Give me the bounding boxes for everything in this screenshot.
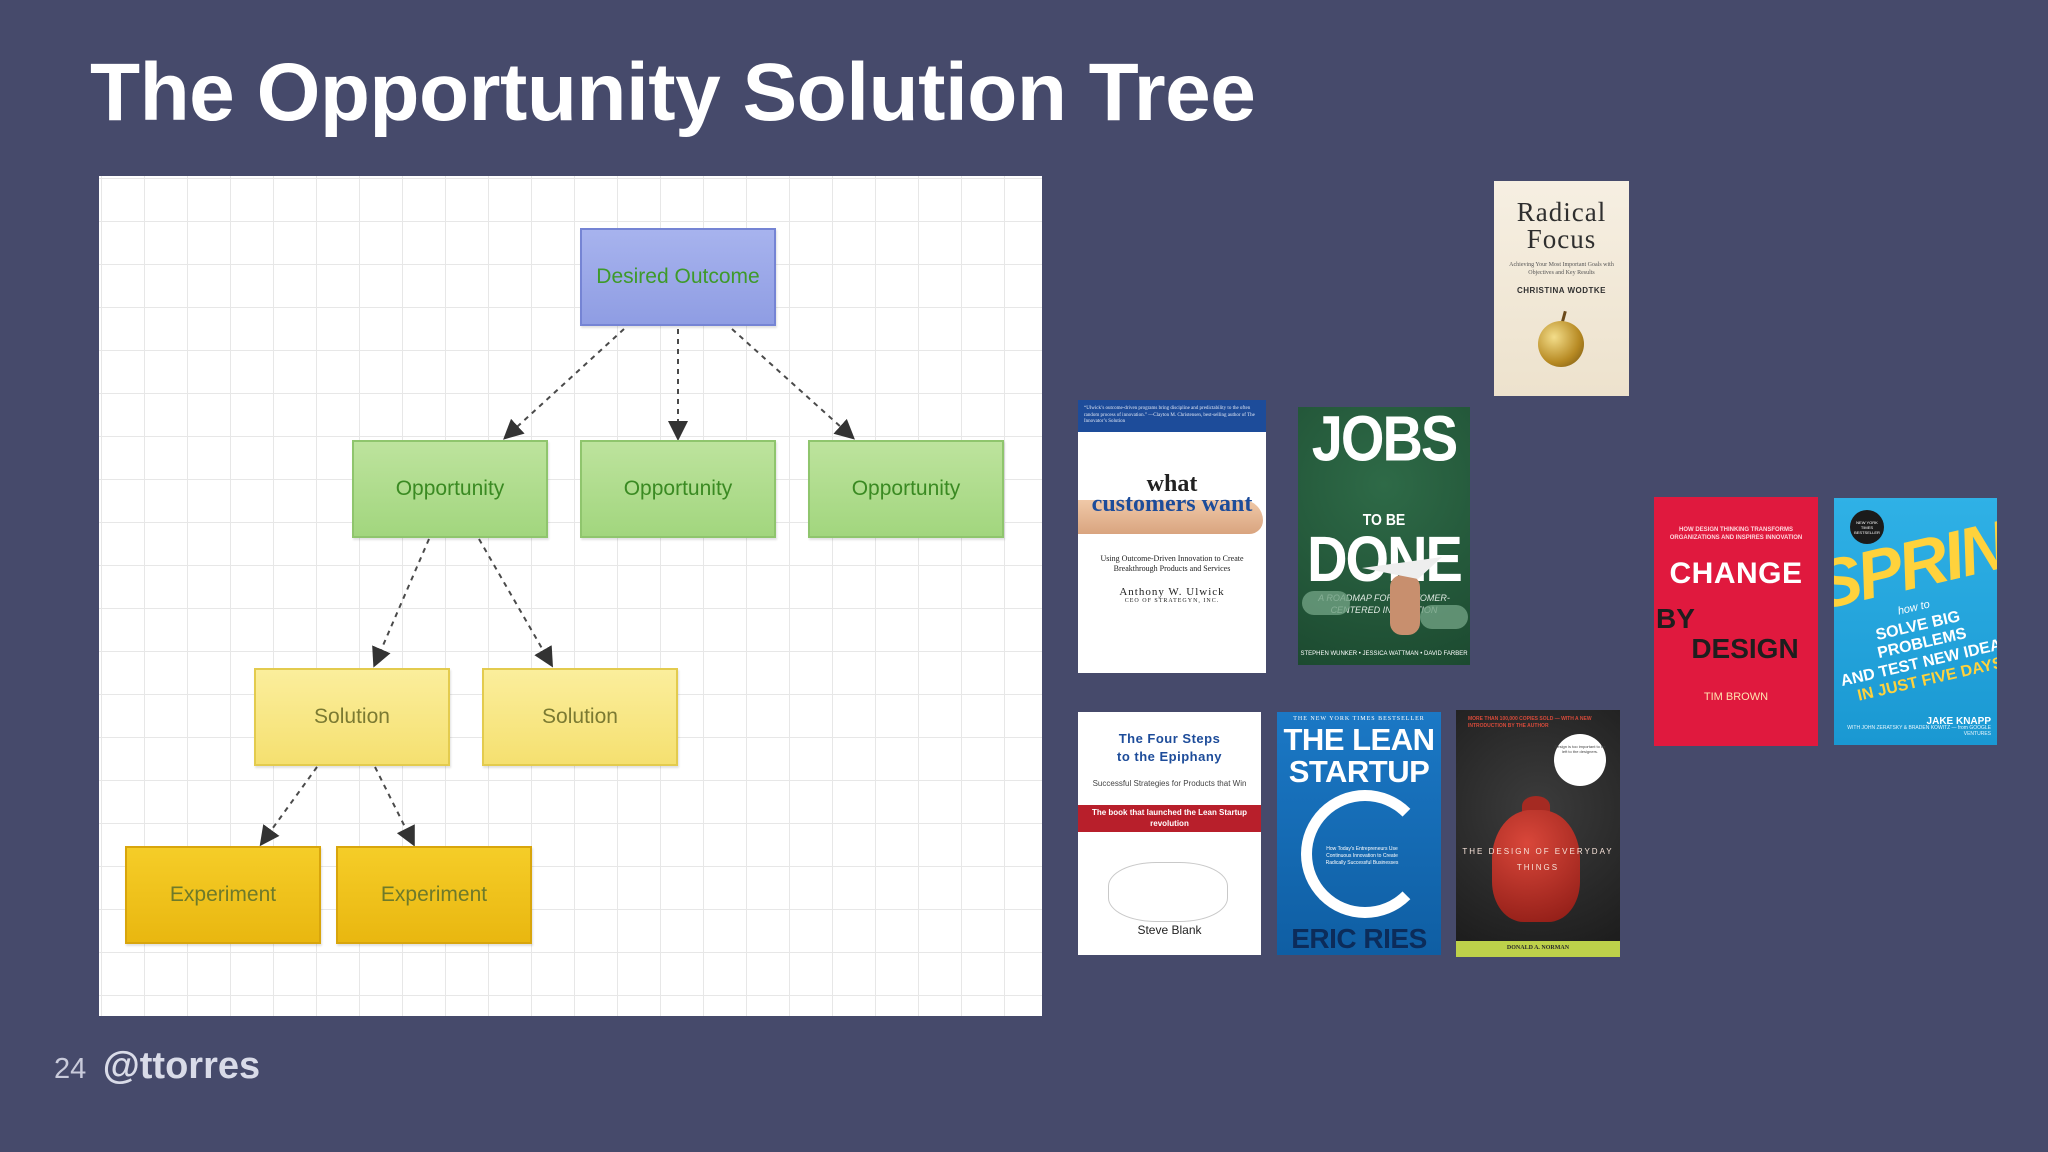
bestseller-badge: NEW YORK TIMES BESTSELLER (1850, 510, 1884, 544)
book-author: TIM BROWN (1703, 690, 1769, 703)
opportunity-solution-tree-diagram: Desired Outcome Opportunity Opportunity … (99, 176, 1042, 1016)
book-title-line2: to the Epiphany (1117, 748, 1222, 764)
edge-outcome-opportunity-1 (503, 328, 625, 440)
book-title-line2: STARTUP (1288, 753, 1430, 789)
book-subtitle: Achieving Your Most Important Goals with… (1509, 262, 1614, 277)
ring-icon (1301, 790, 1429, 918)
book-quote: Design is too important to be left to th… (1554, 734, 1606, 786)
teapot-icon (1492, 810, 1580, 922)
book-title-line1: CHANGE (1669, 556, 1803, 590)
golden-apple-icon (1538, 321, 1584, 367)
book-title-by: BY (1656, 602, 1695, 634)
book-design-of-everyday-things: MORE THAN 100,000 COPIES SOLD — WITH A N… (1456, 710, 1620, 957)
book-title-line1: JOBS (1311, 407, 1458, 475)
diagram-connectors (259, 328, 855, 847)
book-top-line: THE NEW YORK TIMES BESTSELLER (1293, 716, 1425, 722)
book-title-line1: what (1146, 471, 1198, 497)
book-author: ERIC RIES (1291, 923, 1427, 954)
slide-footer: 24 @ttorres (54, 1045, 260, 1088)
book-title-to-be: TO BE (1362, 510, 1406, 529)
edge-solution-experiment-1 (259, 766, 318, 847)
book-radical-focus: Radical Focus Achieving Your Most Import… (1494, 181, 1629, 396)
edge-outcome-opportunity-3 (731, 328, 855, 440)
solution-node-2: Solution (482, 668, 678, 766)
cloud-icon (1302, 591, 1350, 615)
book-jobs-to-be-done: JOBS TO BE DONE A ROADMAP FOR CUSTOMER-C… (1298, 407, 1470, 665)
book-change-by-design: HOW DESIGN THINKING TRANSFORMS ORGANIZAT… (1654, 497, 1818, 746)
book-inner-text: How Today's Entrepreneurs Use Continuous… (1325, 846, 1399, 866)
cloud-icon (1420, 605, 1468, 629)
book-title-line2: DESIGN (1691, 632, 1799, 664)
book-title: Radical Focus (1516, 197, 1607, 254)
edge-opportunity-solution-2 (478, 538, 553, 668)
book-authors: STEPHEN WUNKER • JESSICA WATTMAN • DAVID… (1300, 651, 1468, 657)
book-author: JAKE KNAPP (1926, 716, 1991, 727)
slide-title: The Opportunity Solution Tree (90, 47, 1256, 138)
opportunity-node-1: Opportunity (352, 440, 548, 538)
book-author: DONALD A. NORMAN (1456, 941, 1620, 957)
book-author-title: CEO OF STRATEGYN, INC. (1124, 598, 1220, 605)
arm-icon (1390, 575, 1420, 635)
page-number: 24 (54, 1053, 87, 1085)
book-band: The book that launched the Lean Startup … (1078, 805, 1261, 833)
book-author: Anthony W. Ulwick (1119, 586, 1225, 599)
book-praise: “Ulwick’s outcome-driven programs bring … (1078, 400, 1266, 432)
opportunity-node-2: Opportunity (580, 440, 776, 538)
book-subtitle: Successful Strategies for Products that … (1092, 779, 1247, 789)
book-author: Steve Blank (1137, 923, 1202, 937)
experiment-node-2: Experiment (336, 846, 532, 944)
book-top-line: MORE THAN 100,000 COPIES SOLD — WITH A N… (1468, 716, 1592, 729)
experiment-node-1: Experiment (125, 846, 321, 944)
book-title: THE DESIGN OF EVERYDAY THINGS (1462, 847, 1614, 872)
book-title-line1: THE LEAN (1283, 722, 1436, 757)
edge-opportunity-solution-1 (372, 538, 430, 668)
book-sprint: NEW YORK TIMES BESTSELLER SPRINT how to … (1834, 498, 1997, 745)
hand-icon (1078, 500, 1263, 534)
opportunity-node-3: Opportunity (808, 440, 1004, 538)
engine-sketch-icon (1108, 862, 1228, 922)
book-author: CHRISTINA WODTKE (1516, 285, 1607, 295)
book-title-line2: DONE (1307, 522, 1463, 595)
book-title-line2: customers want (1091, 490, 1253, 517)
book-four-steps-to-the-epiphany: The Four Steps to the Epiphany Successful… (1078, 712, 1261, 955)
book-description: Using Outcome-Driven Innovation to Creat… (1100, 554, 1244, 574)
desired-outcome-node: Desired Outcome (580, 228, 776, 326)
book-title-line1: The Four Steps (1118, 731, 1221, 746)
solution-node-1: Solution (254, 668, 450, 766)
edge-solution-experiment-2 (374, 766, 415, 847)
twitter-handle: @ttorres (102, 1045, 261, 1087)
book-what-customers-want: “Ulwick’s outcome-driven programs bring … (1078, 400, 1266, 673)
book-subtitle: HOW DESIGN THINKING TRANSFORMS ORGANIZAT… (1669, 527, 1803, 541)
book-subtitle: A ROADMAP FOR CUSTOMER-CENTERED INNOVATI… (1318, 593, 1450, 615)
book-coauthors: WITH JOHN ZERATSKY & BRADEN KOWITZ — fro… (1847, 725, 1991, 737)
